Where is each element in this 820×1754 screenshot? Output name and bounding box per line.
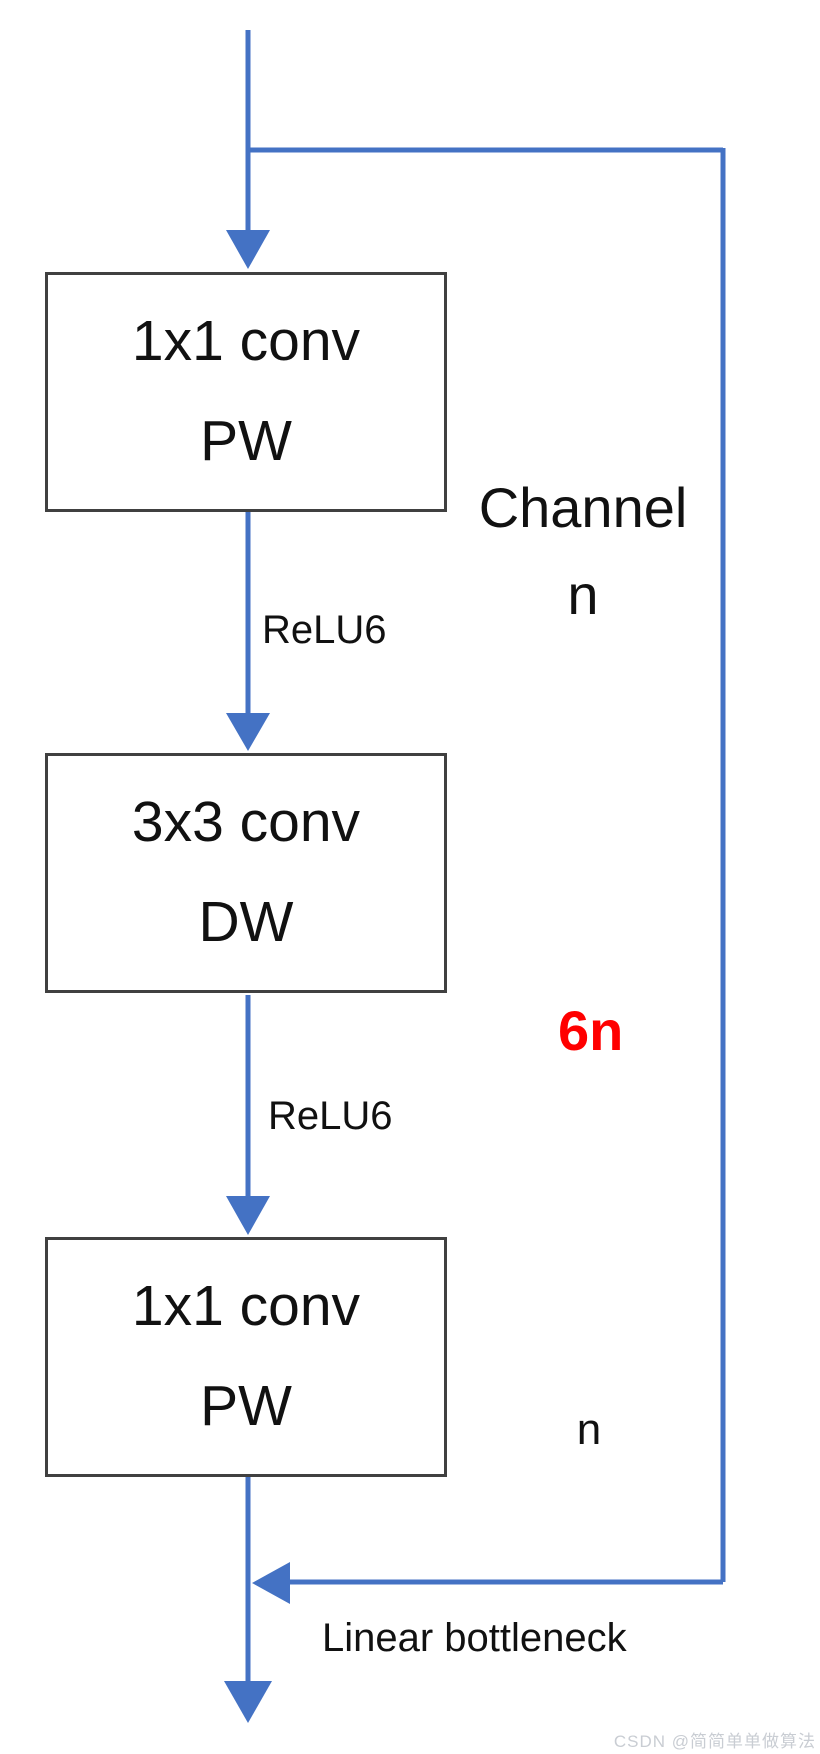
channel-input-n-label: n — [567, 562, 599, 626]
node-dw-label-line1: 3x3 conv — [131, 790, 361, 855]
linear-bottleneck-label: Linear bottleneck — [322, 1616, 627, 1660]
node-dw-box: 3x3 conv DW — [45, 753, 447, 993]
node-pw-expand-label-line2: PW — [200, 409, 292, 473]
watermark: CSDN @简简单单做算法 — [613, 1732, 816, 1751]
relu6-label-2: ReLU6 — [268, 1094, 393, 1138]
channel-title-label: Channel — [478, 476, 688, 539]
output-arrowhead-icon — [224, 1681, 272, 1723]
input-arrowhead-icon — [226, 230, 270, 269]
skip-merge-arrowhead-icon — [252, 1562, 290, 1604]
edge-dw-to-pw-arrowhead-icon — [226, 1196, 270, 1235]
channel-expanded-6n-label: 6n — [558, 999, 624, 1062]
node-pw-project-label-line2: PW — [200, 1374, 292, 1438]
channel-label-block: Channel n — [452, 465, 714, 639]
node-pw-project-label-line1: 1x1 conv — [131, 1274, 361, 1339]
node-pw-expand-label-line1: 1x1 conv — [131, 309, 361, 374]
edge-pw-to-dw-arrowhead-icon — [226, 713, 270, 751]
relu6-label-1: ReLU6 — [262, 608, 387, 652]
channel-output-n-label: n — [576, 1405, 602, 1454]
node-pw-project-box: 1x1 conv PW — [45, 1237, 447, 1477]
node-dw-label-line2: DW — [198, 890, 294, 954]
node-pw-expand-box: 1x1 conv PW — [45, 272, 447, 512]
